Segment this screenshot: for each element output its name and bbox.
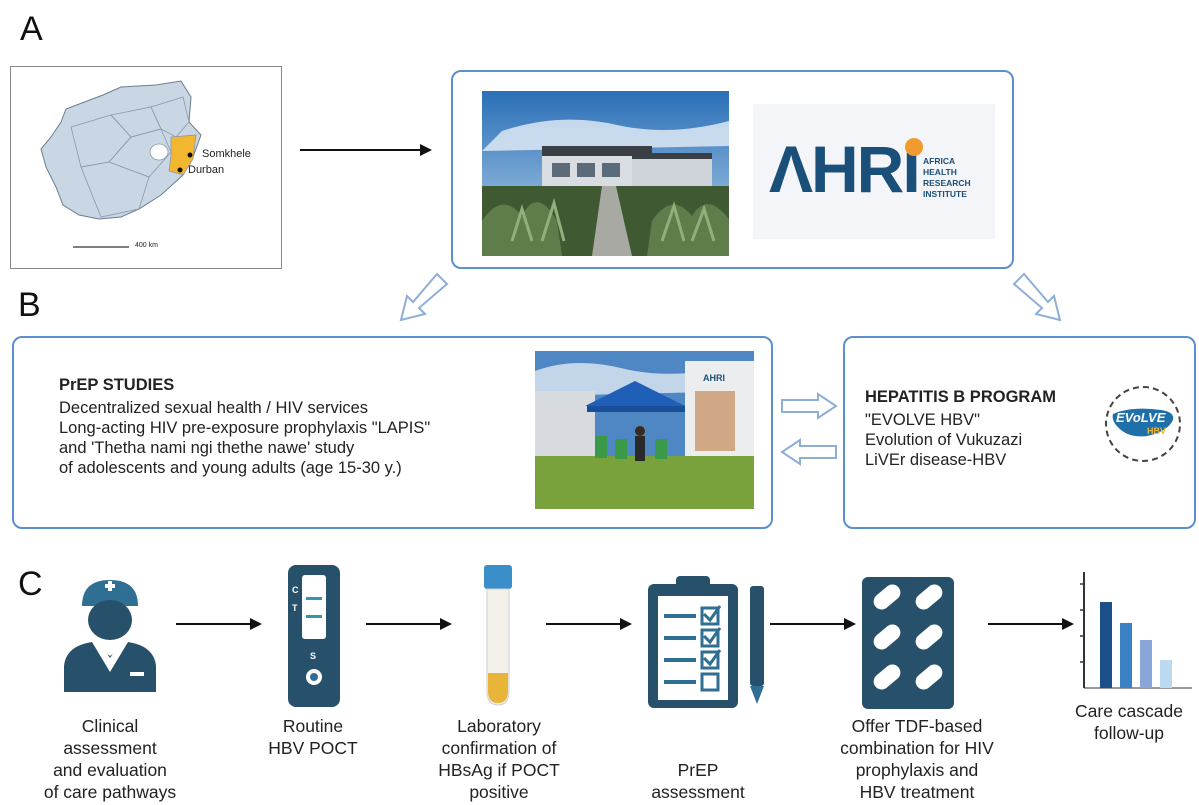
flow-arrow-5 — [988, 618, 1074, 630]
clinician-icon — [64, 580, 156, 692]
map-label-durban: Durban — [188, 164, 225, 176]
ahri-subtitle-line: RESEARCH — [923, 178, 971, 188]
test-strip-window — [302, 575, 326, 639]
flow-arrow-4 — [770, 618, 856, 630]
hbv-test-strip-icon: C T S — [288, 565, 340, 707]
flow-arrow-3 — [546, 618, 632, 630]
hbv-title: HEPATITIS B PROGRAM — [865, 388, 1056, 406]
hbv-line: LiVEr disease-HBV — [865, 451, 1007, 469]
map-label-somkhele: Somkhele — [202, 148, 251, 160]
hollow-arrow-to-prep-icon — [399, 272, 449, 322]
cascade-bar — [1140, 640, 1152, 688]
cascade-bar — [1100, 602, 1112, 688]
test-line-c — [306, 597, 322, 600]
cascade-bar — [1120, 623, 1132, 688]
test-label-t: T — [292, 603, 298, 613]
flow-arrow-1 — [176, 618, 262, 630]
south-africa-map: Somkhele Durban 400 km — [10, 66, 282, 269]
ahri-building-photo — [482, 91, 729, 256]
ahri-logo: ΛHRI AFRICA HEALTH RESEARCH INSTITUTE — [753, 104, 995, 239]
ahri-logo-text: ΛHRI — [769, 132, 921, 206]
prep-studies-box: PrEP STUDIES Decentralized sexual health… — [12, 336, 773, 529]
blood-tube-icon — [484, 565, 512, 706]
ahri-subtitle-line: HEALTH — [923, 167, 957, 177]
prep-line: of adolescents and young adults (age 15-… — [59, 459, 402, 477]
hbv-line: "EVOLVE HBV" — [865, 411, 981, 429]
hbv-description: "EVOLVE HBV" Evolution of Vukuzazi LiVEr… — [865, 410, 1022, 470]
arrow-map-to-ahri — [300, 144, 432, 156]
ahri-logo-dot-icon — [905, 138, 923, 156]
liver-icon — [1112, 408, 1174, 437]
prep-line: and 'Thetha nami ngi thethe nawe' study — [59, 439, 355, 457]
test-label-c: C — [292, 585, 299, 595]
map-scale-label: 400 km — [135, 242, 158, 249]
clipboard-checklist-icon — [648, 576, 764, 708]
prep-photo-tag: AHRI — [703, 373, 725, 383]
cascade-bar — [1160, 660, 1172, 688]
prep-title: PrEP STUDIES — [59, 376, 175, 394]
panel-letter-c: C — [18, 565, 43, 603]
prep-description: Decentralized sexual health / HIV servic… — [59, 398, 539, 478]
double-arrow-icon — [780, 392, 838, 466]
pill-blister-icon — [862, 577, 954, 709]
panel-letter-a: A — [20, 10, 43, 48]
test-line-t — [306, 615, 322, 618]
flow-arrow-2 — [366, 618, 452, 630]
prep-line: Decentralized sexual health / HIV servic… — [59, 399, 369, 417]
ahri-subtitle-line: INSTITUTE — [923, 189, 967, 199]
map-graphic — [40, 80, 202, 248]
ahri-box: ΛHRI AFRICA HEALTH RESEARCH INSTITUTE — [451, 70, 1014, 269]
hollow-arrow-to-hbv-icon — [1012, 272, 1062, 322]
hepatitis-b-program-box: HEPATITIS B PROGRAM "EVOLVE HBV" Evoluti… — [843, 336, 1196, 529]
care-cascade-chart-icon — [1080, 572, 1192, 689]
prep-field-photo: AHRI — [535, 351, 754, 509]
panel-letter-b: B — [18, 286, 41, 324]
prep-line: Long-acting HIV pre-exposure prophylaxis… — [59, 419, 431, 437]
evolve-hbv-logo: EVoLVE HBV — [1105, 386, 1181, 462]
hbv-line: Evolution of Vukuzazi — [865, 431, 1023, 449]
test-label-s: S — [310, 651, 317, 661]
sample-well-icon — [306, 669, 322, 685]
evolve-logo-main: EVoLVE — [1116, 410, 1166, 425]
ahri-subtitle-line: AFRICA — [923, 156, 956, 166]
evolve-logo-sub: HBV — [1147, 426, 1167, 436]
ahri-logo-subtitle: AFRICA HEALTH RESEARCH INSTITUTE — [923, 156, 971, 200]
